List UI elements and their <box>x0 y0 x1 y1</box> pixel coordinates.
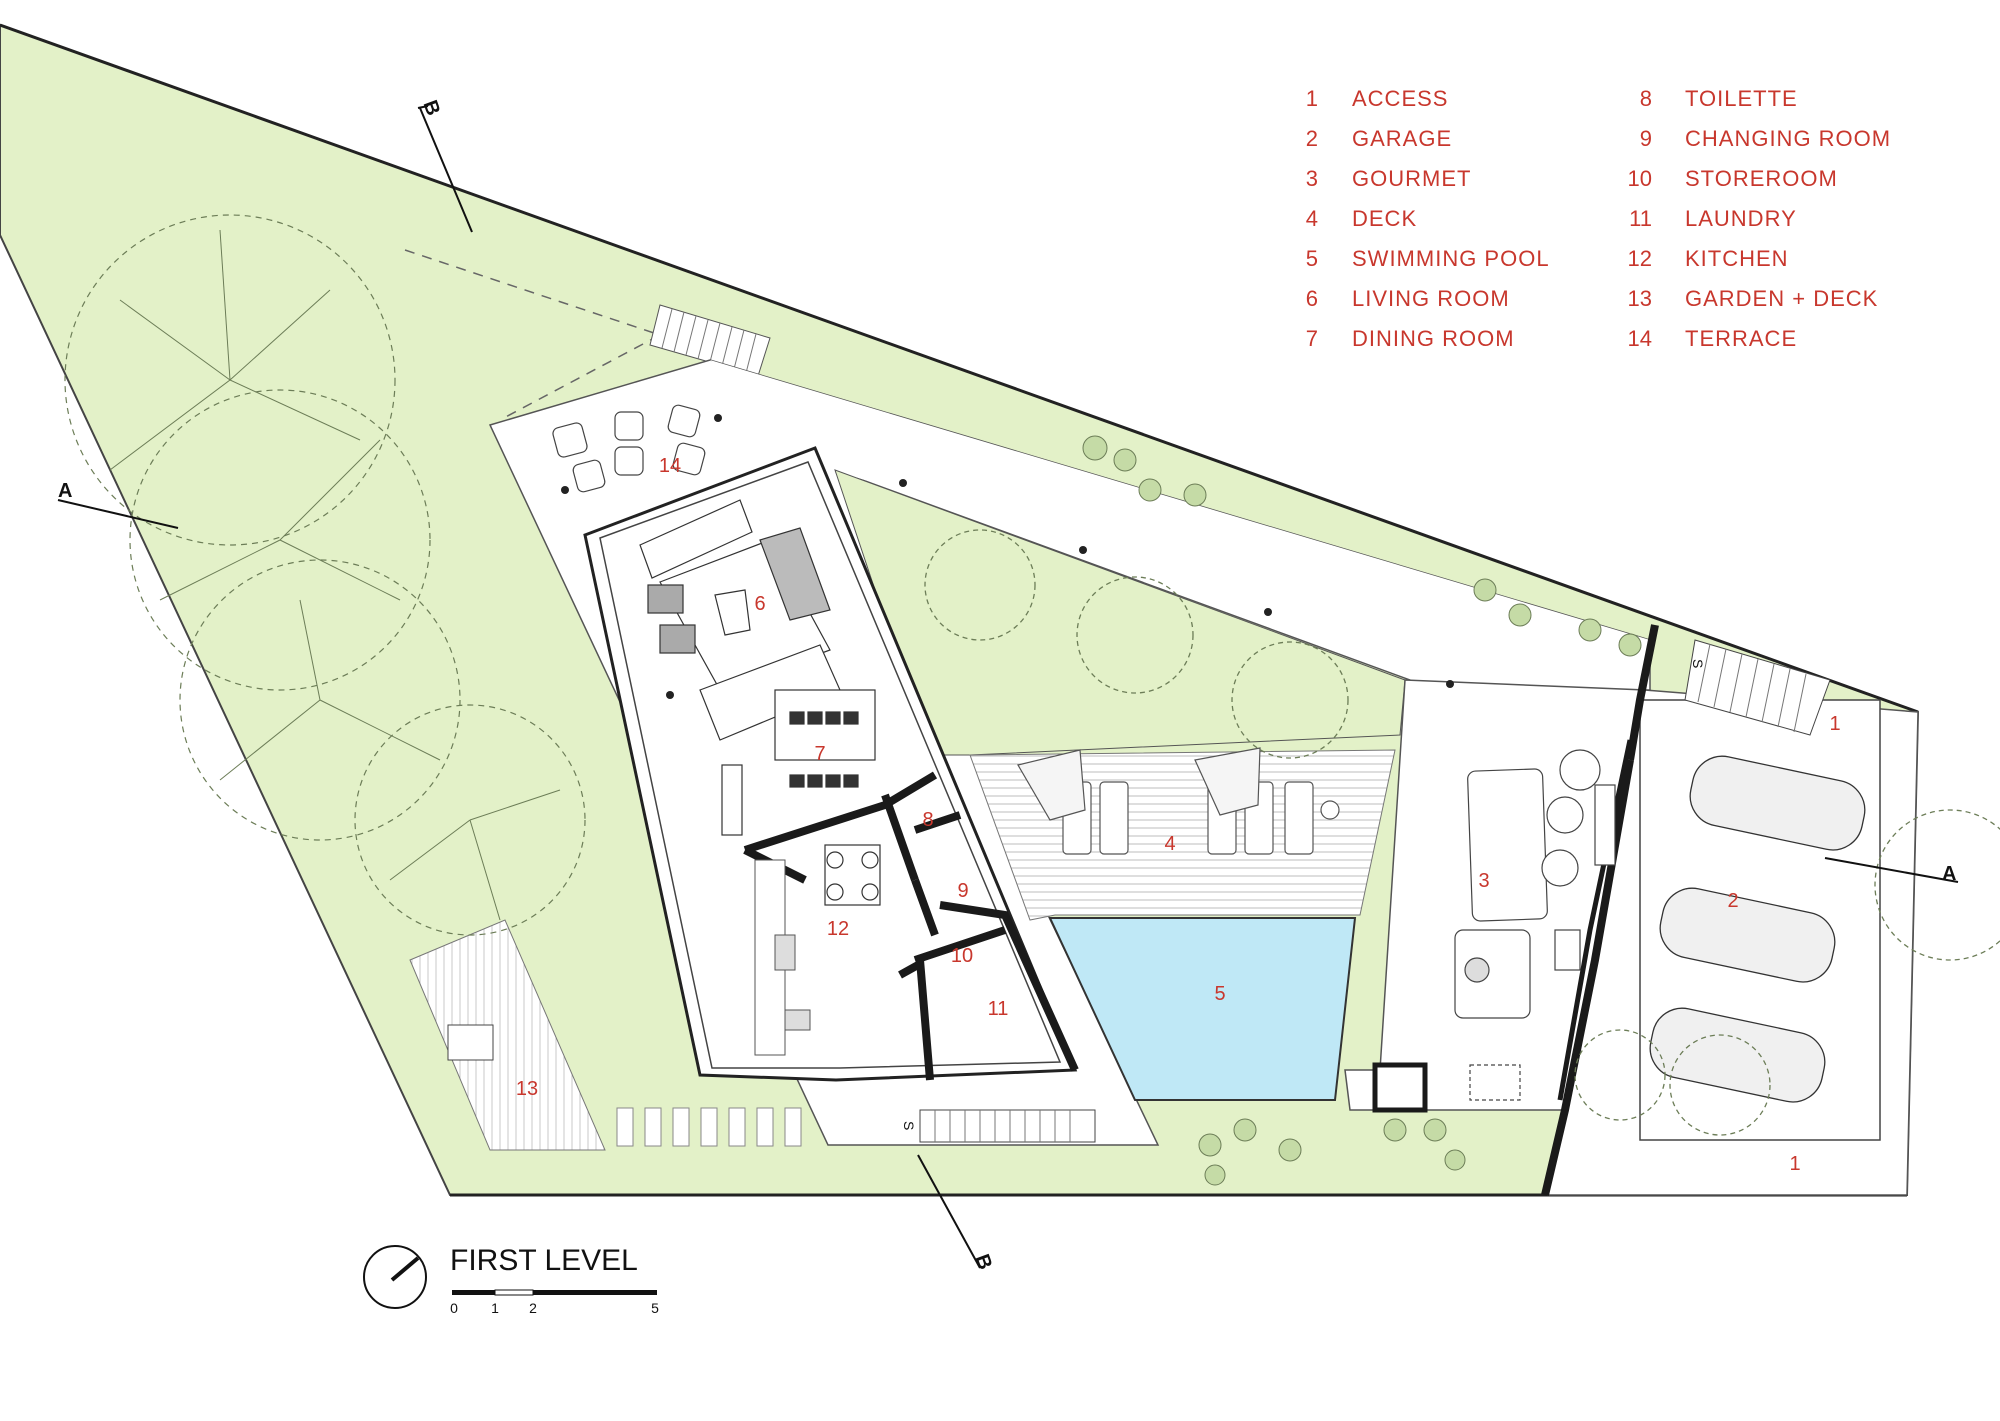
walkway-strip <box>710 360 1650 700</box>
legend: 1 ACCESS 2 GARAGE 3 GOURMET 4 DECK 5 SWI… <box>1306 86 1891 351</box>
scale-tick: 1 <box>491 1300 499 1316</box>
section-label-b-top: B <box>419 97 445 118</box>
legend-right-column: 8 TOILETTE 9 CHANGING ROOM 10 STOREROOM … <box>1628 86 1891 351</box>
legend-num: 6 <box>1306 286 1318 311</box>
legend-label: GARAGE <box>1352 126 1452 151</box>
garage-wall <box>1626 624 1659 761</box>
garage-stair <box>1684 639 1831 736</box>
shrubs <box>1082 435 1642 1186</box>
legend-label: DINING ROOM <box>1352 326 1515 351</box>
section-label-b-bottom: B <box>971 1251 997 1272</box>
house-inner <box>599 461 1062 1069</box>
kitchen-counter <box>754 859 811 1056</box>
stair-mark-front: S <box>901 1121 917 1130</box>
room-label-3: 3 <box>1478 870 1489 892</box>
site-boundary-top <box>0 23 1919 714</box>
interior-walls <box>743 771 1079 1081</box>
room-label-6: 6 <box>754 593 765 615</box>
garden-deck-table <box>447 1024 494 1061</box>
section-line-a <box>57 499 1959 883</box>
room-label-9: 9 <box>957 880 968 902</box>
scale-tick: 0 <box>450 1300 458 1316</box>
legend-label: CHANGING ROOM <box>1685 126 1891 151</box>
room-label-5: 5 <box>1214 983 1225 1005</box>
legend-num: 4 <box>1306 206 1318 231</box>
legend-num: 9 <box>1640 126 1652 151</box>
room-label-12: 12 <box>827 918 849 940</box>
sun-loungers <box>1017 747 1340 855</box>
legend-num: 12 <box>1628 246 1652 271</box>
drawing-title: FIRST LEVEL <box>450 1244 638 1277</box>
legend-num: 13 <box>1628 286 1652 311</box>
living-furniture <box>639 499 881 906</box>
legend-label: LIVING ROOM <box>1352 286 1510 311</box>
legend-num: 10 <box>1628 166 1652 191</box>
legend-label: SWIMMING POOL <box>1352 246 1550 271</box>
room-label-11: 11 <box>988 998 1009 1020</box>
garden-deck <box>409 919 606 1151</box>
small-trees <box>924 529 2000 1136</box>
room-label-14: 14 <box>659 455 681 477</box>
legend-num: 8 <box>1640 86 1652 111</box>
room-labels: 1 1 2 3 4 5 6 7 8 9 10 11 12 13 14 <box>516 455 1841 1175</box>
room-label-10: 10 <box>951 945 973 967</box>
legend-label: KITCHEN <box>1685 246 1789 271</box>
legend-num: 14 <box>1628 326 1652 351</box>
legend-num: 1 <box>1306 86 1318 111</box>
scale-tick: 2 <box>529 1300 537 1316</box>
legend-label: GOURMET <box>1352 166 1471 191</box>
legend-label: DECK <box>1352 206 1417 231</box>
legend-num: 11 <box>1629 206 1652 231</box>
legend-label: TERRACE <box>1685 326 1797 351</box>
legend-left-column: 1 ACCESS 2 GARAGE 3 GOURMET 4 DECK 5 SWI… <box>1306 86 1550 351</box>
stair-mark-garage: S <box>1690 659 1706 668</box>
terrace-chairs <box>552 404 706 493</box>
swimming-pool <box>1048 917 1357 1101</box>
room-label-4: 4 <box>1164 833 1175 855</box>
legend-label: LAUNDRY <box>1685 206 1797 231</box>
legend-num: 7 <box>1306 326 1318 351</box>
cars <box>1649 755 1866 1103</box>
stepping-stones <box>616 1107 802 1147</box>
legend-num: 5 <box>1306 246 1318 271</box>
legend-num: 2 <box>1306 126 1318 151</box>
gourmet-furniture <box>1372 749 1616 1113</box>
room-label-7: 7 <box>814 743 825 765</box>
large-trees <box>64 214 586 936</box>
room-label-1-bottom: 1 <box>1789 1153 1800 1175</box>
room-label-8: 8 <box>922 809 933 831</box>
room-label-1-top: 1 <box>1829 713 1840 735</box>
legend-num: 3 <box>1306 166 1318 191</box>
scale-bar: 0 1 2 5 <box>450 1289 659 1316</box>
legend-label: ACCESS <box>1352 86 1448 111</box>
scale-tick: 5 <box>651 1300 659 1316</box>
front-stair <box>919 1109 1096 1143</box>
north-arrow-icon <box>363 1245 427 1309</box>
room-label-2: 2 <box>1727 890 1738 912</box>
legend-label: TOILETTE <box>1685 86 1798 111</box>
section-label-a-left: A <box>58 480 72 502</box>
legend-label: STOREROOM <box>1685 166 1838 191</box>
legend-label: GARDEN + DECK <box>1685 286 1878 311</box>
gourmet-wall-2 <box>1557 739 1633 1101</box>
section-label-a-right: A <box>1942 863 1956 885</box>
columns <box>561 414 1454 699</box>
section-line-b <box>417 105 981 1269</box>
room-label-13: 13 <box>516 1078 538 1100</box>
